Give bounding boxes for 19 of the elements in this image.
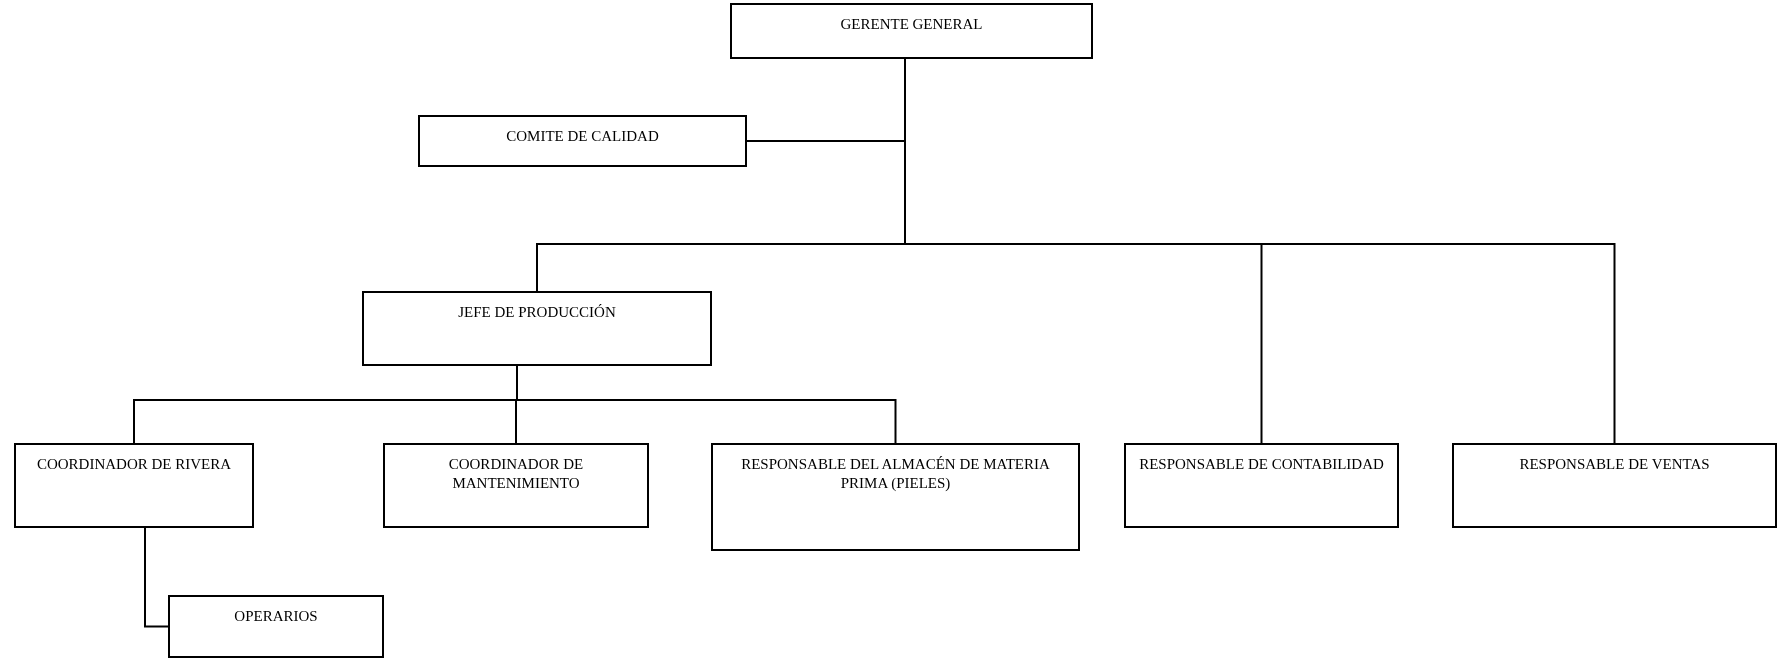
role-title: OPERARIOS <box>234 607 318 626</box>
org-box <box>14 443 254 528</box>
org-box <box>362 291 712 366</box>
role-title: COMITE DE CALIDAD <box>506 127 659 146</box>
role-title: JEFE DE PRODUCCIÓN <box>458 303 616 322</box>
role-title: RESPONSABLE DE VENTAS <box>1519 455 1710 474</box>
org-box <box>730 3 1093 59</box>
role-title: GERENTE GENERAL <box>840 15 983 34</box>
role-title: COORDINADOR DE RIVERA <box>36 455 232 474</box>
org-box <box>711 443 1080 551</box>
connector-line <box>144 527 169 628</box>
org-box <box>383 443 649 528</box>
role-title: RESPONSABLE DEL ALMACÉN DE MATERIA PRIMA (PIELES) <box>740 455 1051 493</box>
org-box <box>1124 443 1399 528</box>
role-title: COORDINADOR DE MANTENIMIENTO <box>447 455 585 493</box>
org-box <box>418 115 747 167</box>
org-box <box>168 595 384 658</box>
org-box <box>1452 443 1777 528</box>
role-title: RESPONSABLE DE CONTABILIDAD <box>1139 455 1384 474</box>
